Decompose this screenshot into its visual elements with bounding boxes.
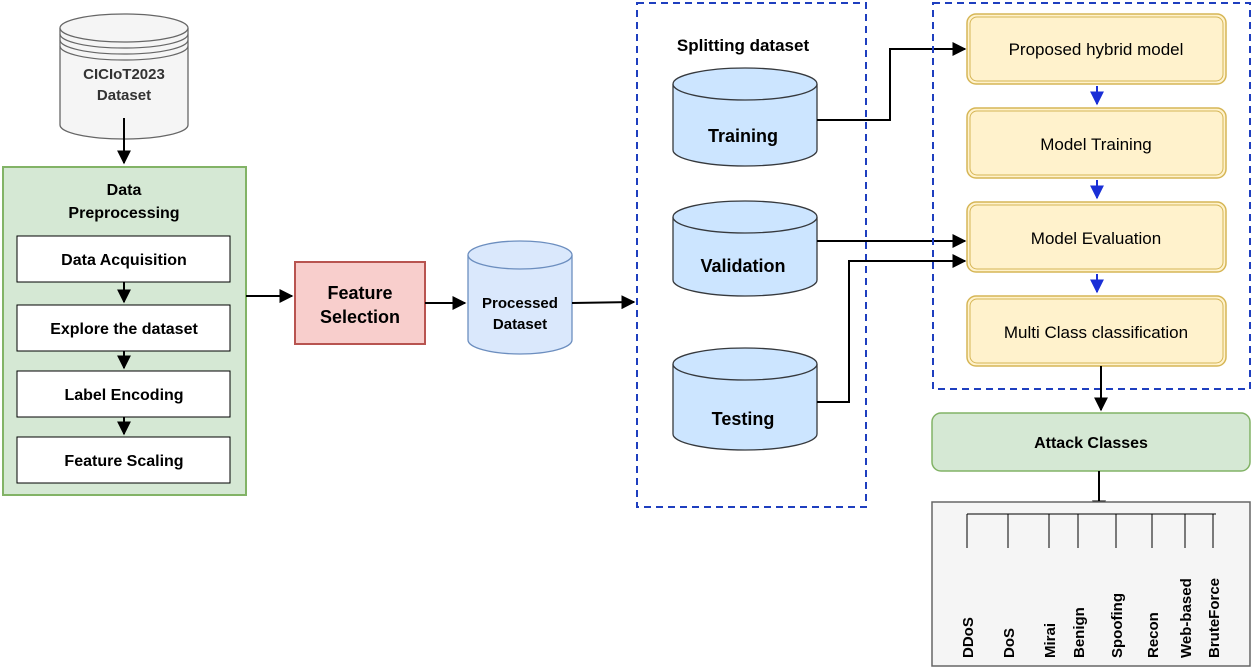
model-step-label: Multi Class classification: [1004, 323, 1188, 342]
attack-class-label: BruteForce: [1206, 578, 1223, 658]
proposed-hybrid-model-box: Proposed hybrid model: [966, 13, 1227, 85]
attack-class-label: Recon: [1145, 612, 1162, 658]
validation-cylinder: Validation: [672, 200, 818, 297]
step-feature-scaling: Feature Scaling: [16, 436, 231, 484]
testing-cylinder: Testing: [672, 347, 818, 451]
attack-class-label: Benign: [1071, 607, 1088, 658]
label-branches: DDoS DoS Mirai Benign Spoofing Recon Web-based…: [960, 514, 1223, 658]
model-evaluation-box: Model Evaluation: [966, 201, 1227, 273]
preprocessing-title-line1: Data: [107, 182, 142, 199]
dataset-cylinder: CICIoT2023 Dataset: [59, 13, 189, 140]
attack-class-label: Web-based: [1178, 578, 1195, 658]
model-step-label: Model Evaluation: [1031, 229, 1161, 248]
step-label: Explore the dataset: [50, 321, 198, 338]
arrow-processed-to-splitting: [571, 295, 636, 310]
model-step-label: Model Training: [1040, 135, 1152, 154]
dataset-word: Dataset: [97, 87, 151, 104]
step-label: Label Encoding: [64, 387, 183, 404]
arrow-testing-to-evaluation: [817, 254, 967, 403]
processed-line2: Dataset: [493, 316, 547, 333]
multi-class-classification-box: Multi Class classification: [966, 295, 1227, 367]
validation-label: Validation: [700, 256, 785, 276]
testing-label: Testing: [712, 409, 775, 429]
attack-class-label: Mirai: [1042, 623, 1059, 658]
training-cylinder: Training: [672, 67, 818, 167]
splitting-title: Splitting dataset: [677, 36, 810, 55]
splitting-panel: Splitting dataset Training Validation Te…: [636, 2, 867, 508]
attack-class-label: DDoS: [960, 617, 977, 658]
model-training-box: Model Training: [966, 107, 1227, 179]
attack-labels-panel: DDoS DoS Mirai Benign Spoofing Recon Web-based…: [931, 501, 1251, 667]
model-panel: Proposed hybrid model Model Training Mod…: [932, 2, 1251, 390]
preprocessing-title-line2: Preprocessing: [68, 205, 179, 222]
arrow-training-to-model: [817, 42, 967, 121]
step-data-acquisition: Data Acquisition: [16, 235, 231, 283]
attack-classes-title: Attack Classes: [1034, 435, 1148, 452]
step-label: Data Acquisition: [61, 252, 187, 269]
training-label: Training: [708, 126, 778, 146]
step-label: Feature Scaling: [64, 453, 183, 470]
attack-class-label: Spoofing: [1109, 593, 1126, 658]
attack-classes-box: Attack Classes: [931, 412, 1251, 472]
feature-selection-line2: Selection: [320, 307, 400, 327]
attack-class-label: DoS: [1001, 628, 1018, 658]
dataset-name: CICIoT2023: [83, 66, 165, 83]
step-label-encoding: Label Encoding: [16, 370, 231, 418]
step-explore-dataset: Explore the dataset: [16, 304, 231, 352]
processed-dataset-cylinder: Processed Dataset: [467, 240, 573, 355]
feature-selection-box: Feature Selection: [294, 261, 426, 345]
feature-selection-line1: Feature: [327, 283, 392, 303]
preprocessing-panel: Data Preprocessing Data Acquisition Expl…: [2, 166, 247, 496]
model-step-label: Proposed hybrid model: [1009, 40, 1184, 59]
processed-line1: Processed: [482, 295, 558, 312]
